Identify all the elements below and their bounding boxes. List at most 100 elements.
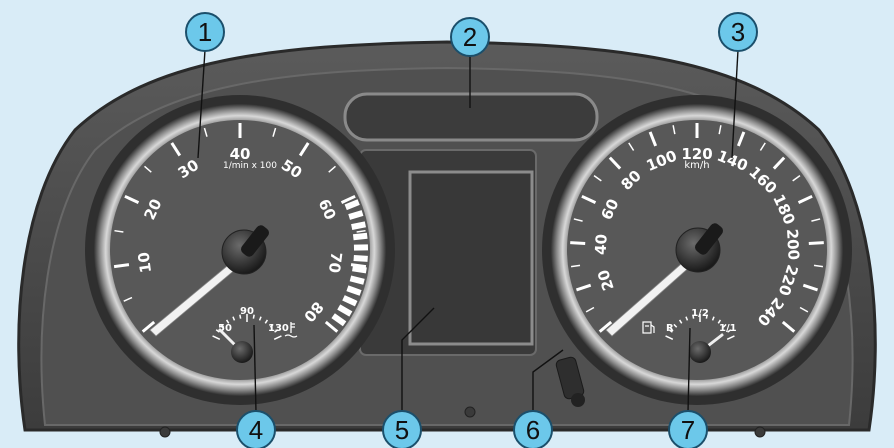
coolant-tick xyxy=(273,335,282,341)
red-zone-segment xyxy=(348,210,364,220)
tachometer-tick xyxy=(298,142,310,157)
coolant-tick xyxy=(232,316,236,321)
speedometer-tick xyxy=(585,306,595,313)
fuel-tick xyxy=(678,319,683,324)
speedometer-scale-label: 120 xyxy=(681,145,712,163)
tachometer-tick xyxy=(144,165,152,173)
speedometer-scale-label: 20 xyxy=(594,267,618,292)
svg-text:6: 6 xyxy=(526,415,540,445)
fuel-tick xyxy=(722,323,727,328)
mounting-screws xyxy=(159,406,766,438)
speedometer-tick xyxy=(570,264,581,268)
fuel-pump-icon xyxy=(642,321,655,334)
speedometer-tick xyxy=(802,283,819,292)
tachometer-tick xyxy=(123,296,133,302)
speedometer-tick xyxy=(608,156,622,170)
coolant-label-mid: 90 xyxy=(240,306,254,317)
red-zone-segment xyxy=(349,275,365,285)
fuel-tick xyxy=(668,329,673,333)
coolant-tick xyxy=(215,329,220,333)
speedometer-tick xyxy=(575,283,592,292)
coolant-tick xyxy=(225,319,230,324)
coolant-tick xyxy=(269,323,274,328)
svg-text:4: 4 xyxy=(249,415,263,445)
fuel-tick xyxy=(692,314,695,319)
speedometer-scale-label: 200 xyxy=(783,228,803,260)
coolant-label-high: 130 xyxy=(268,323,289,334)
red-zone-segment xyxy=(352,265,367,274)
svg-text:5: 5 xyxy=(395,415,409,445)
tachometer-tick xyxy=(350,263,367,269)
speedometer-tick xyxy=(718,125,722,135)
speedometer-tick xyxy=(570,241,586,245)
fuel-tick xyxy=(685,316,689,321)
speedometer-tick xyxy=(759,142,766,151)
callout-7: 7 xyxy=(668,410,708,448)
coolant-label-low: 50 xyxy=(218,323,232,334)
red-zone-segment xyxy=(353,254,368,262)
svg-text:3: 3 xyxy=(731,17,745,47)
red-zone-segment xyxy=(352,232,368,241)
tachometer-tick xyxy=(328,165,336,173)
svg-text:7: 7 xyxy=(681,415,695,445)
tachometer-scale-label: 70 xyxy=(325,251,346,274)
tachometer-tick xyxy=(272,127,277,137)
red-zone-segment xyxy=(346,285,362,296)
tachometer-needle xyxy=(149,225,269,337)
tachometer-scale-label: 10 xyxy=(135,251,156,274)
trip-reset-button[interactable] xyxy=(555,356,585,407)
speedometer-tick xyxy=(808,241,824,245)
callout-leader-lines xyxy=(197,49,739,413)
central-info-display xyxy=(408,170,534,346)
speedometer-tick xyxy=(593,175,602,182)
coolant-tick xyxy=(264,319,269,324)
speedometer-tick xyxy=(598,320,613,333)
red-zone-segment xyxy=(351,221,366,231)
coolant-tick xyxy=(239,314,242,319)
tachometer-tick xyxy=(113,263,130,269)
speedometer-tick xyxy=(581,194,597,205)
coolant-tick xyxy=(274,329,279,333)
fuel-tick xyxy=(726,335,735,341)
fuel-tick xyxy=(673,323,678,328)
speedometer-tick xyxy=(628,142,635,151)
top-display-window xyxy=(343,92,599,142)
fuel-label-full: 1/1 xyxy=(719,323,737,334)
callout-2: 2 xyxy=(450,17,490,57)
speedometer-tick xyxy=(772,156,786,170)
tachometer-red-zone xyxy=(331,199,369,327)
callout-1: 1 xyxy=(185,12,225,52)
fuel-tick xyxy=(665,335,674,341)
fuel-gauge: R 1/2 1/1 xyxy=(642,308,737,363)
callout-6: 6 xyxy=(513,410,553,448)
red-zone-segment xyxy=(344,199,360,211)
speedometer-tick xyxy=(781,320,796,333)
speedometer-tick xyxy=(797,194,813,205)
tachometer-tick xyxy=(203,127,208,137)
speedometer-unit-label: km/h xyxy=(684,160,709,171)
fuel-label-reserve: R xyxy=(666,323,674,334)
coolant-tick xyxy=(220,323,225,328)
speedometer-tick xyxy=(799,306,809,313)
speedometer-tick xyxy=(811,218,821,222)
speedometer-scale-label: 40 xyxy=(592,233,611,255)
tachometer-tick xyxy=(170,142,182,157)
red-zone-segment xyxy=(337,304,353,317)
speedometer-needle xyxy=(605,223,723,337)
speedometer-tick xyxy=(672,125,676,135)
callout-4: 4 xyxy=(236,410,276,448)
coolant-tick xyxy=(252,314,255,319)
tachometer-tick xyxy=(324,320,339,333)
fuel-needle-hub xyxy=(689,341,711,363)
callout-5: 5 xyxy=(382,410,422,448)
fuel-tick xyxy=(717,319,722,324)
tachometer-scale-label: 40 xyxy=(230,145,251,163)
coolant-needle-hub xyxy=(231,341,253,363)
coolant-temperature-icon xyxy=(284,322,298,338)
tachometer-tick xyxy=(340,194,356,205)
tachometer-tick xyxy=(114,229,124,233)
fuel-tick xyxy=(711,316,715,321)
